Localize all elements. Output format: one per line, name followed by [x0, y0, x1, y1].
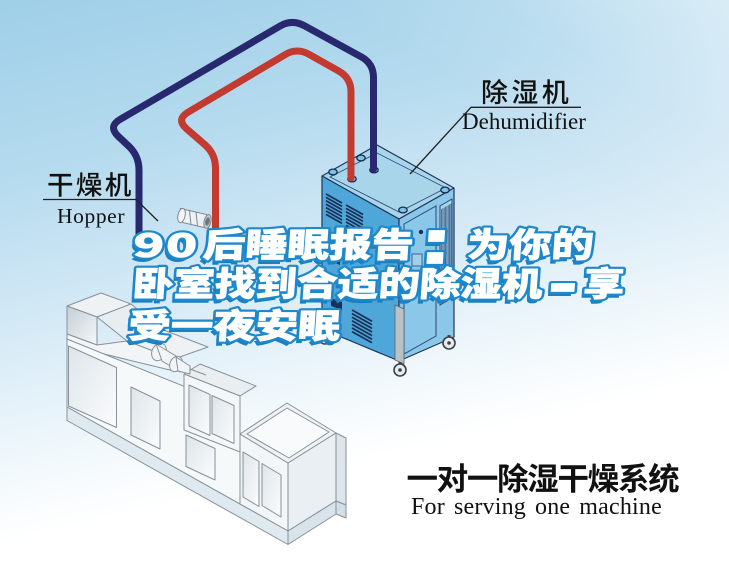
svg-text:For serving one machine: For serving one machine [411, 494, 662, 520]
svg-text:Hopper: Hopper [57, 204, 125, 228]
svg-text:Dehumidifier: Dehumidifier [462, 109, 586, 134]
